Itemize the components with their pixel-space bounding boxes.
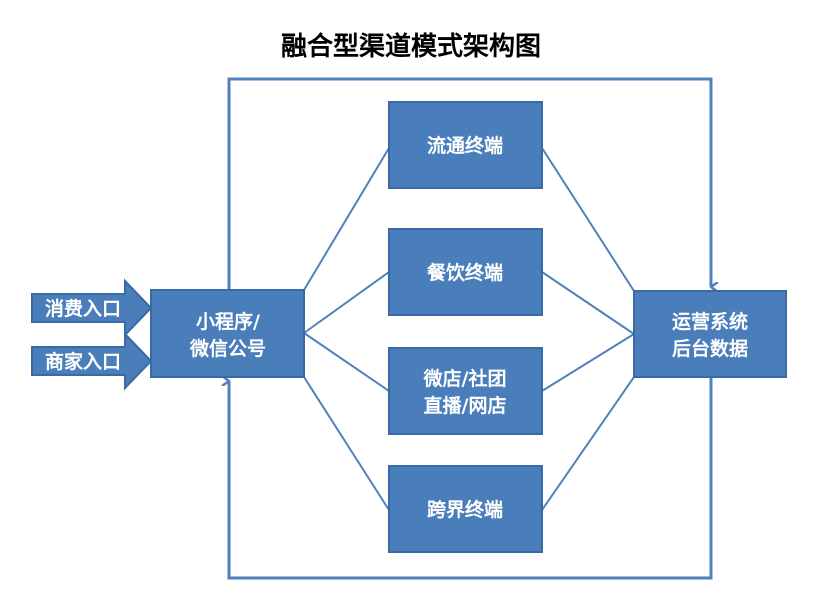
entry-arrow-consumer: 消费入口 [31,278,153,338]
connector-hub-4 [303,376,390,511]
hub-line1: 小程序/ [196,310,260,333]
top-loop-arrow [227,77,711,290]
connectors [303,147,635,511]
bottom-loop-arrow [229,377,713,580]
connector-hub-2 [303,271,390,334]
connector-backend-4 [541,376,635,511]
terminal-label: 跨界终端 [427,498,503,521]
terminal-box-1: 流通终端 [388,101,543,189]
connector-backend-2 [541,271,635,335]
hub-line2: 微信公号 [189,337,266,360]
connector-backend-3 [541,333,635,392]
terminal-label: 微店/社团 [423,367,507,390]
terminal-box-3: 微店/社团 直播/网店 [388,347,543,435]
backend-box: 运营系统 后台数据 [633,290,787,378]
connector-hub-1 [303,147,390,291]
backend-line1: 运营系统 [672,310,748,333]
diagram-title: 融合型渠道模式架构图 [281,31,541,62]
entry-label: 商家入口 [45,350,121,373]
terminal-label: 餐饮终端 [427,261,503,284]
connector-backend-1 [541,147,635,292]
hub-box: 小程序/ 微信公号 [150,289,305,378]
terminal-box-4: 跨界终端 [388,465,543,553]
entry-label: 消费入口 [45,297,121,320]
entry-arrow-merchant: 商家入口 [31,331,153,391]
terminal-label: 流通终端 [427,134,503,157]
backend-line2: 后台数据 [672,337,748,360]
connector-hub-3 [303,332,390,392]
terminal-box-2: 餐饮终端 [388,228,543,316]
terminal-label-2: 直播/网店 [424,394,507,417]
